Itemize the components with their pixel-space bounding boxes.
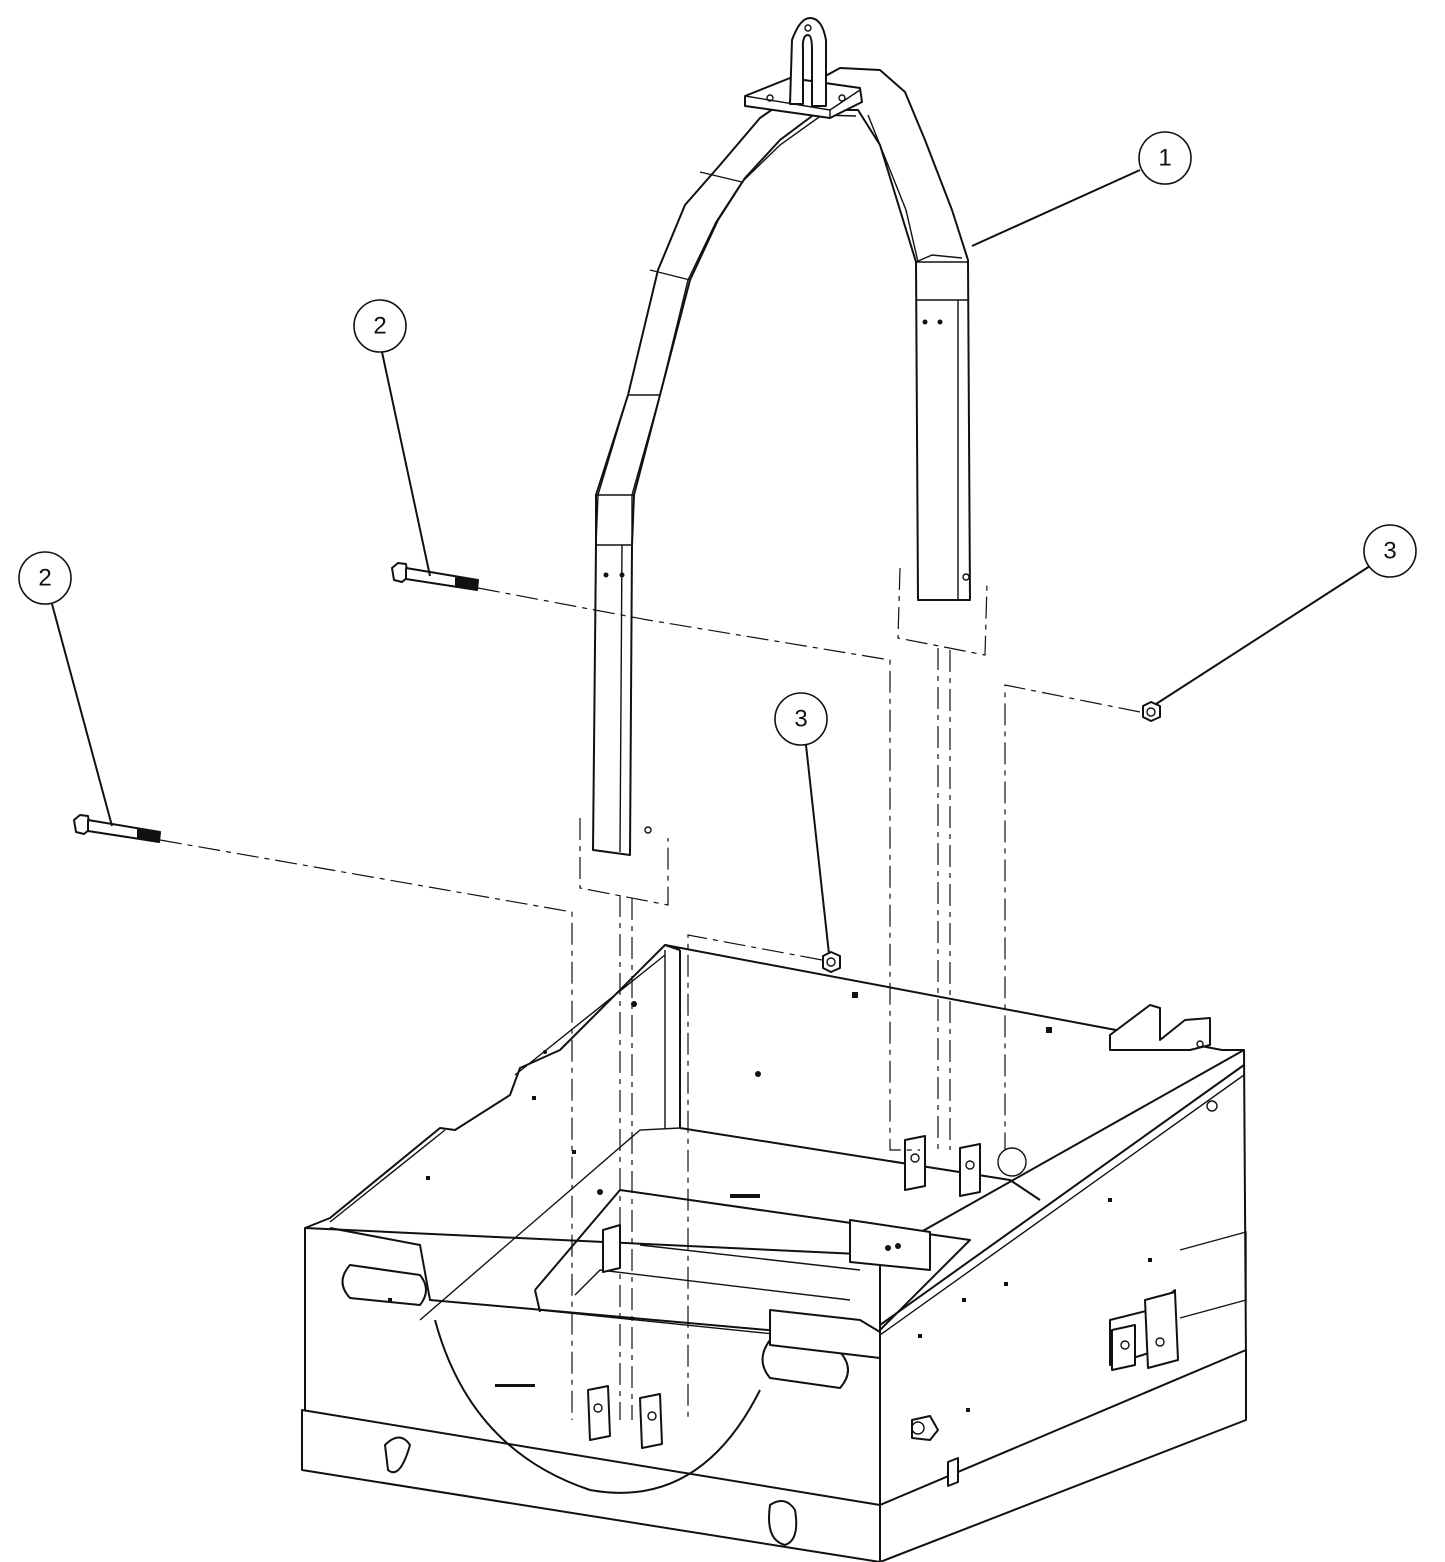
nut-right-part-3: [1142, 701, 1161, 722]
callout-1-label: 1: [1158, 145, 1171, 172]
nut-center-part-3: [822, 951, 841, 973]
callout-2-lower-label: 2: [38, 565, 51, 592]
callout-3-right-label: 3: [1383, 538, 1396, 565]
bolt-lower-part-2: [73, 814, 161, 843]
callout-3-center: 3: [774, 692, 830, 955]
callout-3-right: 3: [1155, 524, 1417, 705]
callout-3-center-label: 3: [794, 706, 807, 733]
callout-2-upper-label: 2: [373, 313, 386, 340]
callout-1: 1: [971, 131, 1192, 247]
base-frame: [301, 944, 1247, 1562]
callout-2-lower: 2: [18, 551, 113, 827]
roll-bar-part-1: [592, 17, 971, 856]
bolt-upper-part-2: [391, 562, 479, 591]
assembly-lines: [159, 567, 1141, 1420]
callout-2-upper: 2: [353, 299, 431, 577]
